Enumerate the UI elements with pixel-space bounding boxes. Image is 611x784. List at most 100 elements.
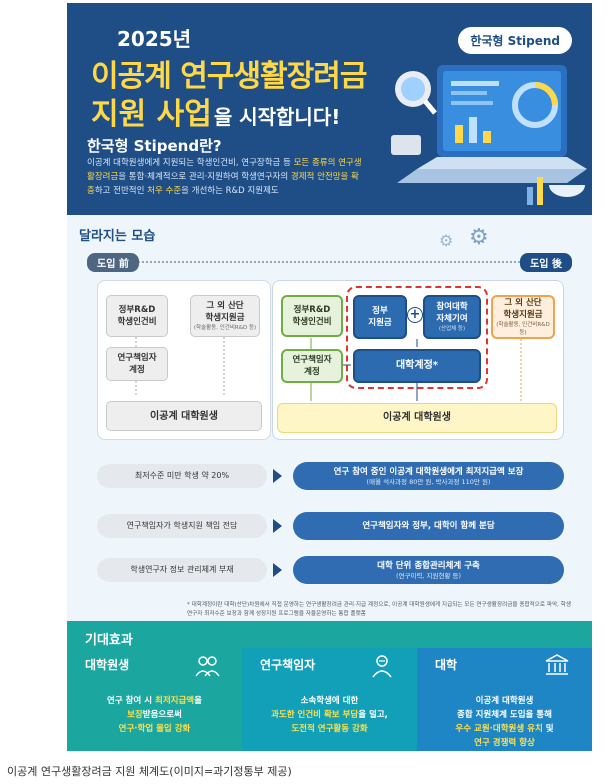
desc-highlight: 처우 수준 [147, 186, 182, 196]
desc-highlight: 모든 종류의 연구생활장려금 [87, 158, 362, 182]
effect-heading: 연구책임자 [260, 658, 316, 672]
after-label: 도입 後 [520, 253, 572, 272]
comparison-row: 학생연구자 정보 관리체계 부재 대학 단위 종합관리체계 구축(연구이력, 지… [97, 556, 564, 584]
plus-icon: + [407, 307, 423, 323]
comparison-after-text: 연구책임자와 정부, 대학이 함께 분담 [362, 520, 495, 531]
effect-line: 연구·학업 몰입 강화 [75, 722, 234, 736]
effect-text: 을 [194, 696, 202, 706]
comparison-after: 대학 단위 종합관리체계 구축(연구이력, 지원현황 등) [293, 556, 564, 584]
comparison-after-note: (매월 석사과정 80만 원, 박사과정 110만 원) [366, 477, 491, 486]
arrow-right-icon [273, 563, 282, 577]
comparison-row: 연구책임자가 학생지원 책임 전담 연구책임자와 정부, 대학이 함께 분담 [97, 512, 564, 540]
stipend-badge: 한국형 Stipend [458, 27, 572, 54]
before-pi-account-box: 연구책임자 계정 [106, 347, 168, 381]
comparison-after: 연구 참여 중인 이공계 대학원생에게 최저지급액 보장(매월 석사과정 80만… [293, 462, 564, 490]
effect-highlight: 도전적 연구활동 강화 [291, 724, 368, 734]
after-other-label: 그 외 산단 학생지원금 [503, 298, 543, 320]
effect-line: 도전적 연구활동 강화 [250, 722, 409, 736]
effect-heading: 대학원생 [85, 658, 130, 672]
before-pi-label: 연구책임자 계정 [117, 353, 157, 375]
gov-support-box: 정부 지원금 [353, 295, 407, 339]
comparison-before: 연구책임자가 학생지원 책임 전담 [97, 514, 267, 538]
comparison-before: 최저수준 미만 학생 약 20% [97, 464, 267, 488]
pie-chart-icon [549, 185, 585, 197]
effect-line: 연구 참여 시 최저지급액을 [75, 694, 234, 708]
comparison-row: 최저수준 미만 학생 약 20% 연구 참여 중인 이공계 대학원생에게 최저지… [97, 462, 564, 490]
title-line-2-main: 지원 사업 [91, 97, 212, 132]
before-other-box: 그 외 산단 학생지원금 (학술활동, 인건비R&D 등) [190, 295, 260, 337]
definition-heading: 한국형 Stipend란? [87, 137, 222, 155]
image-caption: 이공계 연구생활장려금 지원 체계도(이미지=과기정통부 제공) [7, 765, 292, 778]
comparison-after-note: (연구이력, 지원현황 등) [395, 571, 462, 580]
comparison-before: 학생연구자 정보 관리체계 부재 [97, 558, 267, 582]
univ-contribution-box: 참여대학 자체기여 (산업체 등) [423, 295, 481, 339]
after-other-note: (학술활동, 인건비R&D 등) [496, 322, 550, 336]
researcher-icon [372, 655, 392, 678]
desc-highlight: 경제적 안전망을 확충 [87, 172, 359, 196]
effect-line: 보장받음으로써 [75, 708, 234, 722]
year-label: 2025년 [117, 27, 192, 51]
before-diagram: 정부R&D 학생인건비 그 외 산단 학생지원금 (학술활동, 인건비R&D 등)… [97, 280, 271, 440]
comparison-after-text: 대학 단위 종합관리체계 구축 [377, 560, 480, 571]
effect-highlight: 과도한 인건비 확보 부담 [271, 710, 359, 720]
before-connectors [135, 337, 225, 397]
after-other-box: 그 외 산단 학생지원금 (학술활동, 인건비R&D 등) [491, 295, 555, 339]
effect-line: 종합 지원체계 도입을 통해 [425, 708, 584, 722]
effect-text: 소속학생에 대한 [300, 696, 359, 706]
effect-highlight: 연구 경쟁력 향상 [474, 738, 535, 748]
effect-line: 소속학생에 대한 [250, 694, 409, 708]
gear-icon: ⚙ [469, 225, 489, 250]
document-icon [391, 135, 421, 155]
desc-part: 을 통합·체계적으로 관리·지원하여 학생연구자의 [118, 172, 291, 182]
effect-line: 우수 교원·대학원생 유치 및 [425, 722, 584, 736]
university-account-box: 대학계정* [353, 349, 481, 383]
gov-support-label: 정부 지원금 [368, 306, 392, 328]
before-other-note: (학술활동, 인건비R&D 등) [193, 325, 257, 331]
effect-highlight: 우수 교원·대학원생 유치 [455, 724, 543, 734]
desc-part: 이공계 대학원생에게 지원되는 학생인건비, 연구장학금 등 [87, 158, 294, 168]
before-rnd-box: 정부R&D 학생인건비 [106, 295, 168, 337]
univ-contribution-label: 참여대학 자체기여 [436, 302, 468, 324]
changes-section-title: 달라지는 모습 [79, 229, 156, 244]
effect-text: 이공계 대학원생 [475, 696, 534, 706]
students-icon [195, 656, 220, 677]
after-student-bar: 이공계 대학원생 [277, 403, 557, 433]
effect-text: 을 덜고, [358, 710, 388, 720]
univ-contribution-note: (산업체 등) [438, 326, 466, 332]
effect-heading: 대학 [435, 658, 458, 672]
desc-part: 하고 전반적인 [94, 186, 148, 196]
title-line-2-rest: 을 시작합니다! [213, 105, 341, 129]
gear-icon: ⚙ [439, 231, 454, 250]
laptop-base [417, 157, 587, 169]
effect-line: 연구 경쟁력 향상 [425, 736, 584, 750]
after-rnd-box: 정부R&D 학생인건비 [281, 295, 343, 337]
before-student-bar: 이공계 대학원생 [106, 401, 262, 431]
footnote: * 대학계정이란 대학(산단)차원에서 직접 운영하는 연구생활장려금 관리·지… [187, 602, 571, 617]
comparison-after: 연구책임자와 정부, 대학이 함께 분담 [293, 512, 564, 540]
comparison-after-text: 연구 참여 중인 이공계 대학원생에게 최저지급액 보장 [333, 466, 524, 477]
effect-text: 및 [542, 724, 554, 734]
university-account-group [346, 286, 488, 389]
desc-part: 을 개선하는 R&D 지원제도 [181, 186, 279, 196]
university-icon [545, 654, 569, 675]
before-rnd-label: 정부R&D 학생인건비 [117, 305, 157, 327]
laptop-illustration [391, 65, 587, 205]
arrow-right-icon [273, 469, 282, 483]
effect-line: 과도한 인건비 확보 부담을 덜고, [250, 708, 409, 722]
after-diagram: 정부R&D 학생인건비 정부 지원금 + 참여대학 자체기여 (산업체 등) 그 … [272, 280, 564, 440]
effect-highlight: 최저지급액 [155, 696, 195, 706]
title-line-1: 이공계 연구생활장려금 [91, 59, 367, 94]
before-other-label: 그 외 산단 학생지원금 [205, 301, 245, 323]
after-rnd-label: 정부R&D 학생인건비 [292, 305, 332, 327]
timeline-line [127, 261, 532, 263]
definition-text: 이공계 대학원생에게 지원되는 학생인건비, 연구장학금 등 모든 종류의 연구… [87, 156, 362, 198]
